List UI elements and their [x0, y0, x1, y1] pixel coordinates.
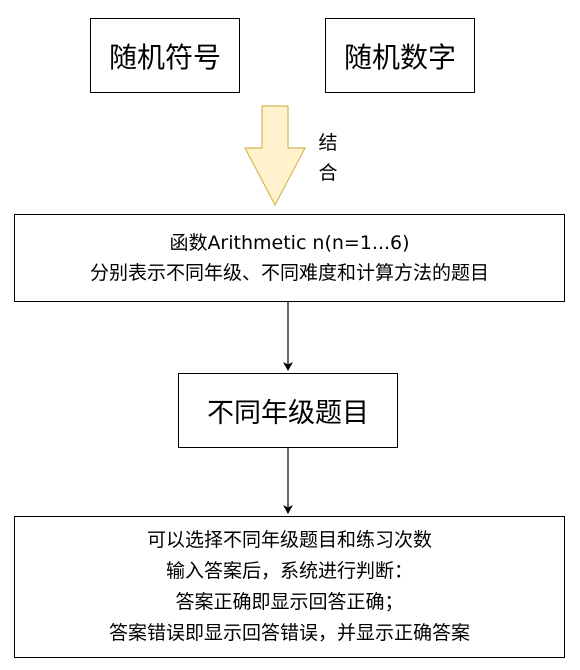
random-symbol-box: 随机符号 — [90, 18, 240, 93]
description-line-1: 可以选择不同年级题目和练习次数 — [146, 529, 432, 551]
random-number-box: 随机数字 — [325, 18, 475, 93]
description-line-2: 输入答案后，系统进行判断： — [165, 560, 413, 582]
description-box: 可以选择不同年级题目和练习次数 输入答案后，系统进行判断： 答案正确即显示回答正… — [14, 516, 565, 658]
combine-label: 结 合 — [316, 128, 340, 188]
function-box-line-2: 分别表示不同年级、不同难度和计算方法的题目 — [89, 262, 489, 284]
function-box-line-1: 函数Arithmetic n(n=1...6) — [169, 232, 410, 254]
combine-label-char-1: 结 — [318, 132, 338, 154]
description-line-3: 答案正确即显示回答正确； — [175, 591, 404, 613]
grade-questions-label: 不同年级题目 — [207, 398, 369, 429]
combine-block-arrow — [244, 105, 306, 207]
grade-questions-box: 不同年级题目 — [178, 373, 398, 448]
combine-label-char-2: 合 — [318, 162, 338, 184]
random-number-label: 随机数字 — [343, 40, 456, 74]
function-box: 函数Arithmetic n(n=1...6) 分别表示不同年级、不同难度和计算… — [14, 214, 565, 302]
description-line-4: 答案错误即显示回答错误，并显示正确答案 — [108, 622, 470, 644]
random-symbol-label: 随机符号 — [108, 40, 221, 74]
